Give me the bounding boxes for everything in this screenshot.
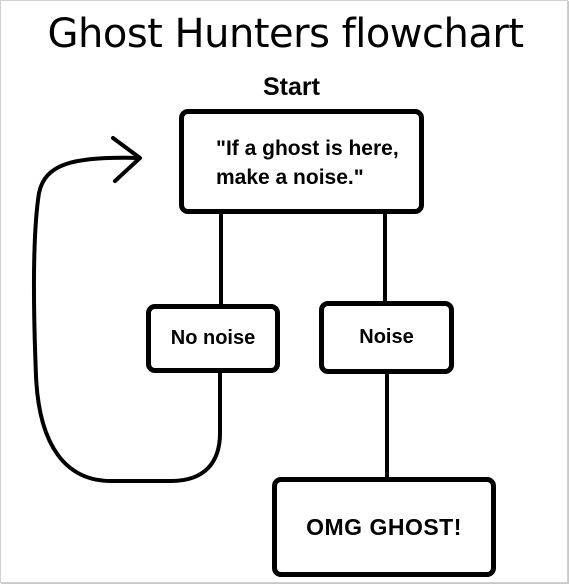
noise-node: Noise [319, 301, 454, 374]
loop-back-arrowhead [111, 136, 142, 183]
ghost-label: OMG GHOST! [306, 513, 462, 540]
no-noise-label: No noise [170, 327, 256, 349]
loop-back-arrow [32, 155, 222, 483]
start-label: Start [263, 73, 320, 101]
start-node: "If a ghost is here, make a noise." [179, 109, 424, 214]
ghost-node: OMG GHOST! [272, 477, 496, 577]
start-node-line-2: make a noise." [216, 166, 364, 189]
noise-label: Noise [359, 326, 414, 348]
start-node-line-1: "If a ghost is here, [216, 137, 399, 160]
page-title: Ghost Hunters flowchart [47, 11, 525, 57]
no-noise-node: No noise [146, 304, 280, 373]
